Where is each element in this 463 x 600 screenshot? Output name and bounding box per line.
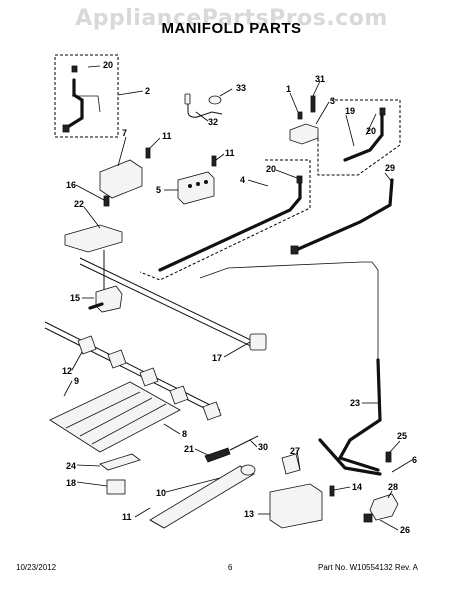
callout-13: 13 <box>244 509 254 519</box>
part-3-bracket <box>289 95 319 145</box>
part-24-clip <box>99 453 141 471</box>
callout-12: 12 <box>62 366 72 376</box>
part-19-kit-box <box>317 99 401 176</box>
part-7-bracket <box>99 147 151 199</box>
part-22-bracket <box>64 224 123 253</box>
part-10-burner <box>149 464 256 529</box>
callout-33: 33 <box>236 83 246 93</box>
part-8-shield <box>49 381 181 453</box>
callout-16: 16 <box>66 180 76 190</box>
callout-24: 24 <box>66 461 76 471</box>
callout-20: 20 <box>103 60 113 70</box>
part-33-grommet <box>208 95 222 105</box>
part-14-screw <box>329 485 335 497</box>
callout-5: 5 <box>156 185 161 195</box>
callout-20: 20 <box>366 126 376 136</box>
part-25-screw <box>385 451 392 463</box>
part-21-igniter <box>204 435 259 463</box>
callout-11: 11 <box>225 148 235 158</box>
leader-lines <box>63 65 413 531</box>
part-32-33-wire <box>184 93 223 118</box>
callout-31: 31 <box>315 74 325 84</box>
part-16-screw <box>103 195 110 207</box>
callout-11: 11 <box>122 512 132 522</box>
part-15-valve-assembly <box>64 195 123 313</box>
callout-1: 1 <box>286 84 291 94</box>
callout-27: 27 <box>290 446 300 456</box>
part-20-fitting <box>71 65 78 73</box>
part-23-tube <box>337 358 382 472</box>
part-1-screw <box>297 111 303 120</box>
part-27-fitting <box>281 453 301 475</box>
watermark: AppliancePartsPros.com <box>75 6 388 31</box>
callout-4: 4 <box>240 175 245 185</box>
part-19-tube <box>343 113 384 162</box>
callout-11: 11 <box>162 131 172 141</box>
callout-6: 6 <box>412 455 417 465</box>
part-31-screw <box>310 95 316 113</box>
part-29-tube <box>294 178 394 252</box>
callout-28: 28 <box>388 482 398 492</box>
part-2-kit-box <box>54 54 119 138</box>
footer-part-number: Part No. W10554132 Rev. A <box>318 563 418 572</box>
part-2-tube <box>64 78 84 130</box>
callout-10: 10 <box>156 488 166 498</box>
part-4-tube <box>158 180 302 272</box>
callout-20: 20 <box>266 164 276 174</box>
callout-22: 22 <box>74 199 84 209</box>
callout-23: 23 <box>350 398 360 408</box>
callout-25: 25 <box>397 431 407 441</box>
callout-14: 14 <box>352 482 362 492</box>
part-4-kit-box <box>139 159 311 281</box>
part-18-clip <box>106 479 126 495</box>
part-12-valve-manifold <box>44 321 222 421</box>
callout-29: 29 <box>385 163 395 173</box>
callout-30: 30 <box>258 442 268 452</box>
callout-26: 26 <box>400 525 410 535</box>
callout-8: 8 <box>182 429 187 439</box>
callout-18: 18 <box>66 478 76 488</box>
part-28-orifice <box>363 451 399 523</box>
page-title: MANIFOLD PARTS <box>161 20 302 37</box>
callout-17: 17 <box>212 353 222 363</box>
part-13-regulator <box>269 453 335 529</box>
footer-page: 6 <box>228 563 233 572</box>
part-17-manifold-pipe <box>79 257 256 343</box>
callout-2: 2 <box>145 86 150 96</box>
callout-19: 19 <box>345 106 355 116</box>
callout-3: 3 <box>330 96 335 106</box>
callout-21: 21 <box>184 444 194 454</box>
callout-32: 32 <box>208 117 218 127</box>
part-5-valve-block <box>177 155 217 205</box>
callout-15: 15 <box>70 293 80 303</box>
footer-date: 10/23/2012 <box>16 563 57 572</box>
callout-labels: 20 2 33 32 1 31 3 19 20 7 11 11 5 20 4 2… <box>62 60 417 535</box>
callout-9: 9 <box>74 376 79 386</box>
callout-7: 7 <box>122 128 127 138</box>
